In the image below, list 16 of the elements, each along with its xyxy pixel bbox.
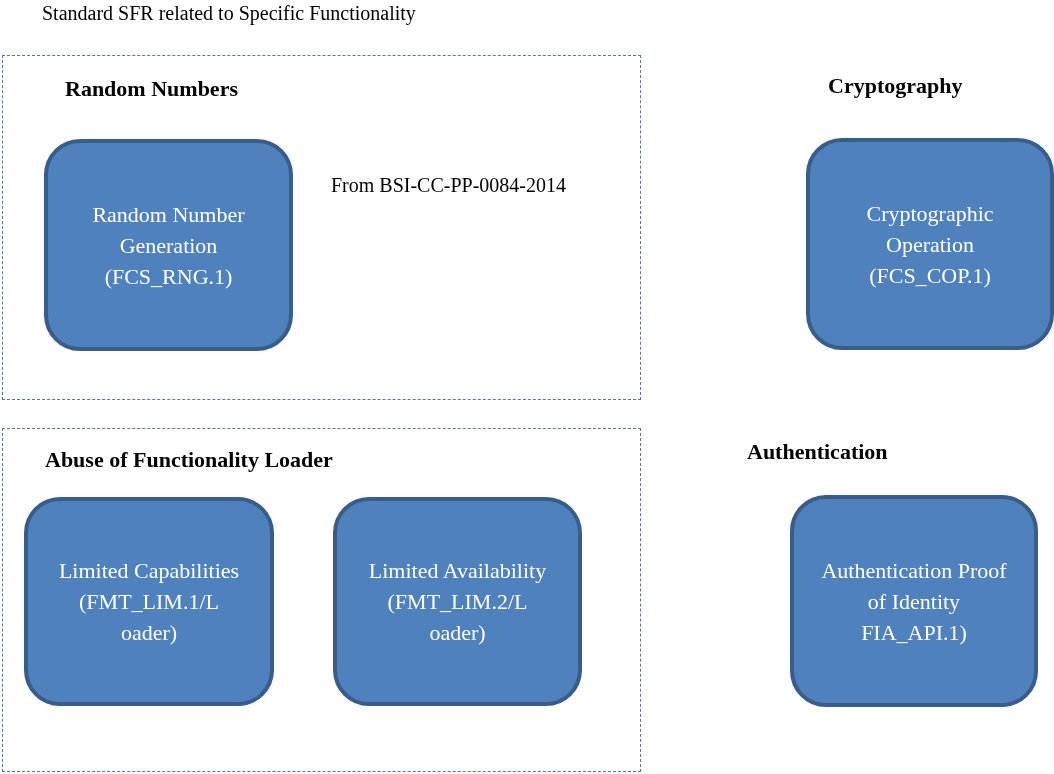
box-label: Random Number Generation (FCS_RNG.1) bbox=[91, 200, 246, 291]
box-heading: Authentication bbox=[747, 439, 888, 465]
source-note: From BSI-CC-PP-0084-2014 bbox=[331, 174, 567, 197]
group-heading: Abuse of Functionality Loader bbox=[45, 447, 333, 473]
rounded-box bbox=[24, 497, 274, 706]
group-frame bbox=[2, 428, 641, 772]
box-label: Limited Availability (FMT_LIM.2/L oader) bbox=[367, 557, 548, 647]
box-label: Cryptographic Operation (FCS_COP.1) bbox=[865, 199, 995, 290]
diagram-title: Standard SFR related to Specific Functionality bbox=[42, 2, 416, 25]
group-frame bbox=[2, 55, 641, 400]
rounded-box bbox=[44, 139, 293, 351]
group-heading: Random Numbers bbox=[65, 76, 238, 102]
box-label: Limited Capabilities (FMT_LIM.1/L oader) bbox=[57, 557, 241, 647]
box-heading: Cryptography bbox=[828, 73, 963, 99]
box-label: Authentication Proof of Identity FIA_API.1) bbox=[820, 556, 1008, 647]
rounded-box bbox=[333, 497, 582, 706]
